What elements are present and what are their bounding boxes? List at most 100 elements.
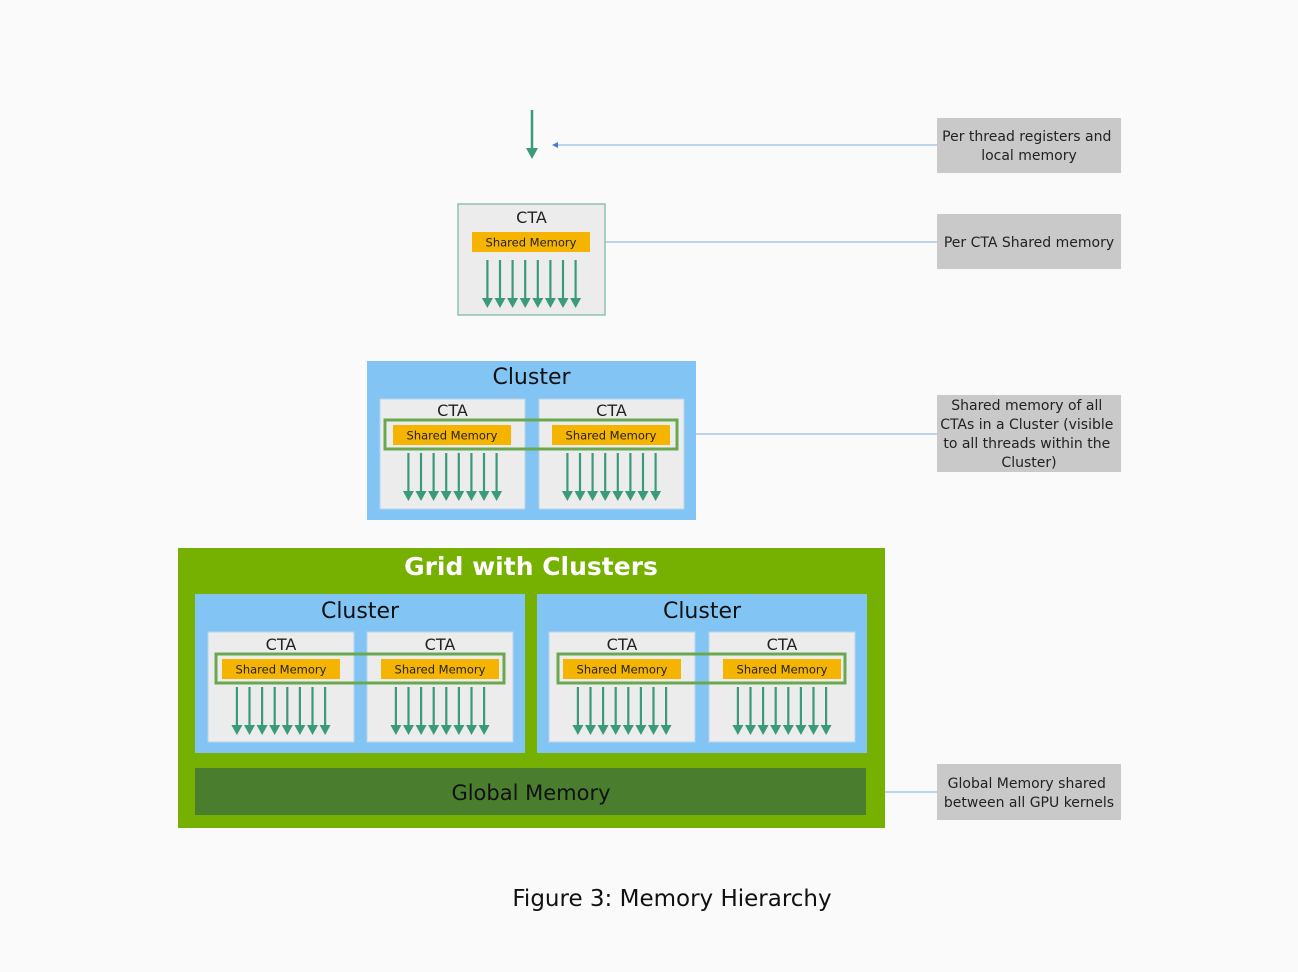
thread-arrows <box>231 687 331 735</box>
cta-title: CTA <box>425 635 456 654</box>
callout-global-line-1: Global Memory shared <box>948 776 1106 792</box>
thread-arrow-head-icon <box>428 725 440 735</box>
thread-arrow-head-icon <box>465 491 477 501</box>
single-cta-block: CTA Shared Memory <box>457 203 606 316</box>
callout-cluster-line-3: to all threads within the <box>943 436 1110 452</box>
grid-cluster-1: Cluster CTA Shared Memory CTA Shared Mem… <box>195 594 525 753</box>
shared-memory-label: Shared Memory <box>395 663 486 677</box>
shared-memory-box <box>222 659 340 679</box>
cta-title: CTA <box>516 208 547 227</box>
thread-arrow-head-icon <box>231 725 243 735</box>
callout-cluster-text: Shared memory of all CTAs in a Cluster (… <box>940 398 1118 471</box>
thread-arrow-head-icon <box>307 725 318 735</box>
cta-box <box>366 631 514 743</box>
thread-arrow-head-icon <box>570 298 582 308</box>
thread-arrow-head-icon <box>507 298 519 308</box>
callout-global: Global Memory shared between all GPU ker… <box>937 764 1121 820</box>
thread-arrow-head-icon <box>494 298 506 308</box>
thread-arrow-head-icon <box>770 725 782 735</box>
cta-title: CTA <box>596 401 627 420</box>
cta-box <box>457 203 606 316</box>
callout-global-text: Global Memory shared between all GPU ker… <box>944 776 1114 811</box>
cluster-title: Cluster <box>663 599 742 624</box>
thread-arrow-head-icon <box>415 491 427 501</box>
thread-arrow-head-icon <box>519 298 531 308</box>
thread-arrow-head-icon <box>557 298 569 308</box>
thread-arrows <box>561 453 662 501</box>
callout-thread: Per thread registers and local memory <box>937 118 1121 173</box>
cta-box <box>708 631 856 743</box>
thread-arrows <box>732 687 832 735</box>
thread-arrows <box>572 687 672 735</box>
thread-arrow-head-icon <box>782 725 794 735</box>
thread-arrow-head-icon <box>622 725 634 735</box>
thread-arrow-head-icon <box>390 725 402 735</box>
thread-arrow-head-icon <box>599 491 611 501</box>
callout-cluster: Shared memory of all CTAs in a Cluster (… <box>937 395 1121 472</box>
thread-arrow-head-icon <box>478 491 490 501</box>
thread-arrow-head-icon <box>610 725 622 735</box>
cluster-title: Cluster <box>492 365 571 390</box>
shared-memory-label: Shared Memory <box>486 236 577 250</box>
callouts: Per thread registers and local memory Pe… <box>937 118 1121 820</box>
thread-arrow-head-icon <box>428 491 440 501</box>
thread-arrow-head-icon <box>481 298 493 308</box>
thread-arrow-head-icon <box>648 725 659 735</box>
cta-box <box>207 631 355 743</box>
callout-box <box>937 214 1121 269</box>
thread-arrow-head-icon <box>660 725 672 735</box>
thread-arrow-head-icon <box>544 298 556 308</box>
figure-caption: Figure 3: Memory Hierarchy <box>512 886 832 912</box>
thread-arrow-head-icon <box>745 725 756 735</box>
cluster-cta-2: CTA Shared Memory <box>538 398 685 510</box>
cluster-shared-memory-outline <box>556 652 847 685</box>
shared-memory-box <box>552 425 670 445</box>
callout-box <box>937 118 1121 173</box>
shared-memory-box <box>393 425 511 445</box>
grid-cluster-1-cta-2: CTA Shared Memory <box>366 631 514 743</box>
callout-cluster-line-1: Shared memory of all <box>951 398 1102 414</box>
connector-thread-arrowhead <box>552 142 558 148</box>
shared-memory-box <box>472 232 590 252</box>
grid-title: Grid with Clusters <box>404 552 658 581</box>
grid-cluster-2: Cluster CTA Shared Memory CTA Shared Mem… <box>537 594 867 753</box>
shared-memory-box <box>381 659 499 679</box>
thread-arrow-head-icon <box>757 725 769 735</box>
thread-arrow-head-icon <box>820 725 832 735</box>
thread-arrow-head-icon <box>453 725 465 735</box>
global-memory-label: Global Memory <box>451 781 610 805</box>
callout-thread-line-1: Per thread registers and <box>942 129 1111 145</box>
thread-arrow-head-icon <box>466 725 477 735</box>
callout-cluster-line-4: Cluster) <box>1001 455 1056 471</box>
shared-memory-label: Shared Memory <box>236 663 327 677</box>
cluster-cta-1: CTA Shared Memory <box>379 398 526 510</box>
cluster-block: Cluster CTA Shared Memory CTA Shared Mem… <box>367 361 696 520</box>
thread-arrows <box>402 453 503 501</box>
thread-arrow-head-icon <box>597 725 609 735</box>
callout-cluster-line-2: CTAs in a Cluster (visible <box>940 417 1113 433</box>
thread-arrow-head-icon <box>650 491 662 501</box>
thread-arrow-head-icon <box>478 725 490 735</box>
thread-arrow-head-icon <box>808 725 819 735</box>
shared-memory-box <box>723 659 841 679</box>
thread-arrow-head-icon <box>732 725 744 735</box>
thread-arrow-head-icon <box>402 491 414 501</box>
thread-arrow-head-icon <box>612 491 624 501</box>
grid-cluster-2-cta-2: CTA Shared Memory <box>708 631 856 743</box>
cta-box <box>548 631 696 743</box>
callout-cta: Per CTA Shared memory <box>937 214 1121 269</box>
thread-arrow-head-icon <box>440 725 452 735</box>
thread-arrow-head-icon <box>491 491 503 501</box>
thread-arrow-head-icon <box>635 725 647 735</box>
cta-title: CTA <box>767 635 798 654</box>
callout-box <box>937 764 1121 820</box>
callout-global-line-2: between all GPU kernels <box>944 795 1114 811</box>
shared-memory-label: Shared Memory <box>407 429 498 443</box>
callout-cta-text: Per CTA Shared memory <box>944 235 1114 251</box>
thread-arrow-head-icon <box>244 725 255 735</box>
cta-box <box>538 398 685 510</box>
global-memory-box <box>195 768 866 815</box>
cluster-shared-memory-outline <box>383 418 679 451</box>
thread-arrow-icon <box>526 110 538 159</box>
